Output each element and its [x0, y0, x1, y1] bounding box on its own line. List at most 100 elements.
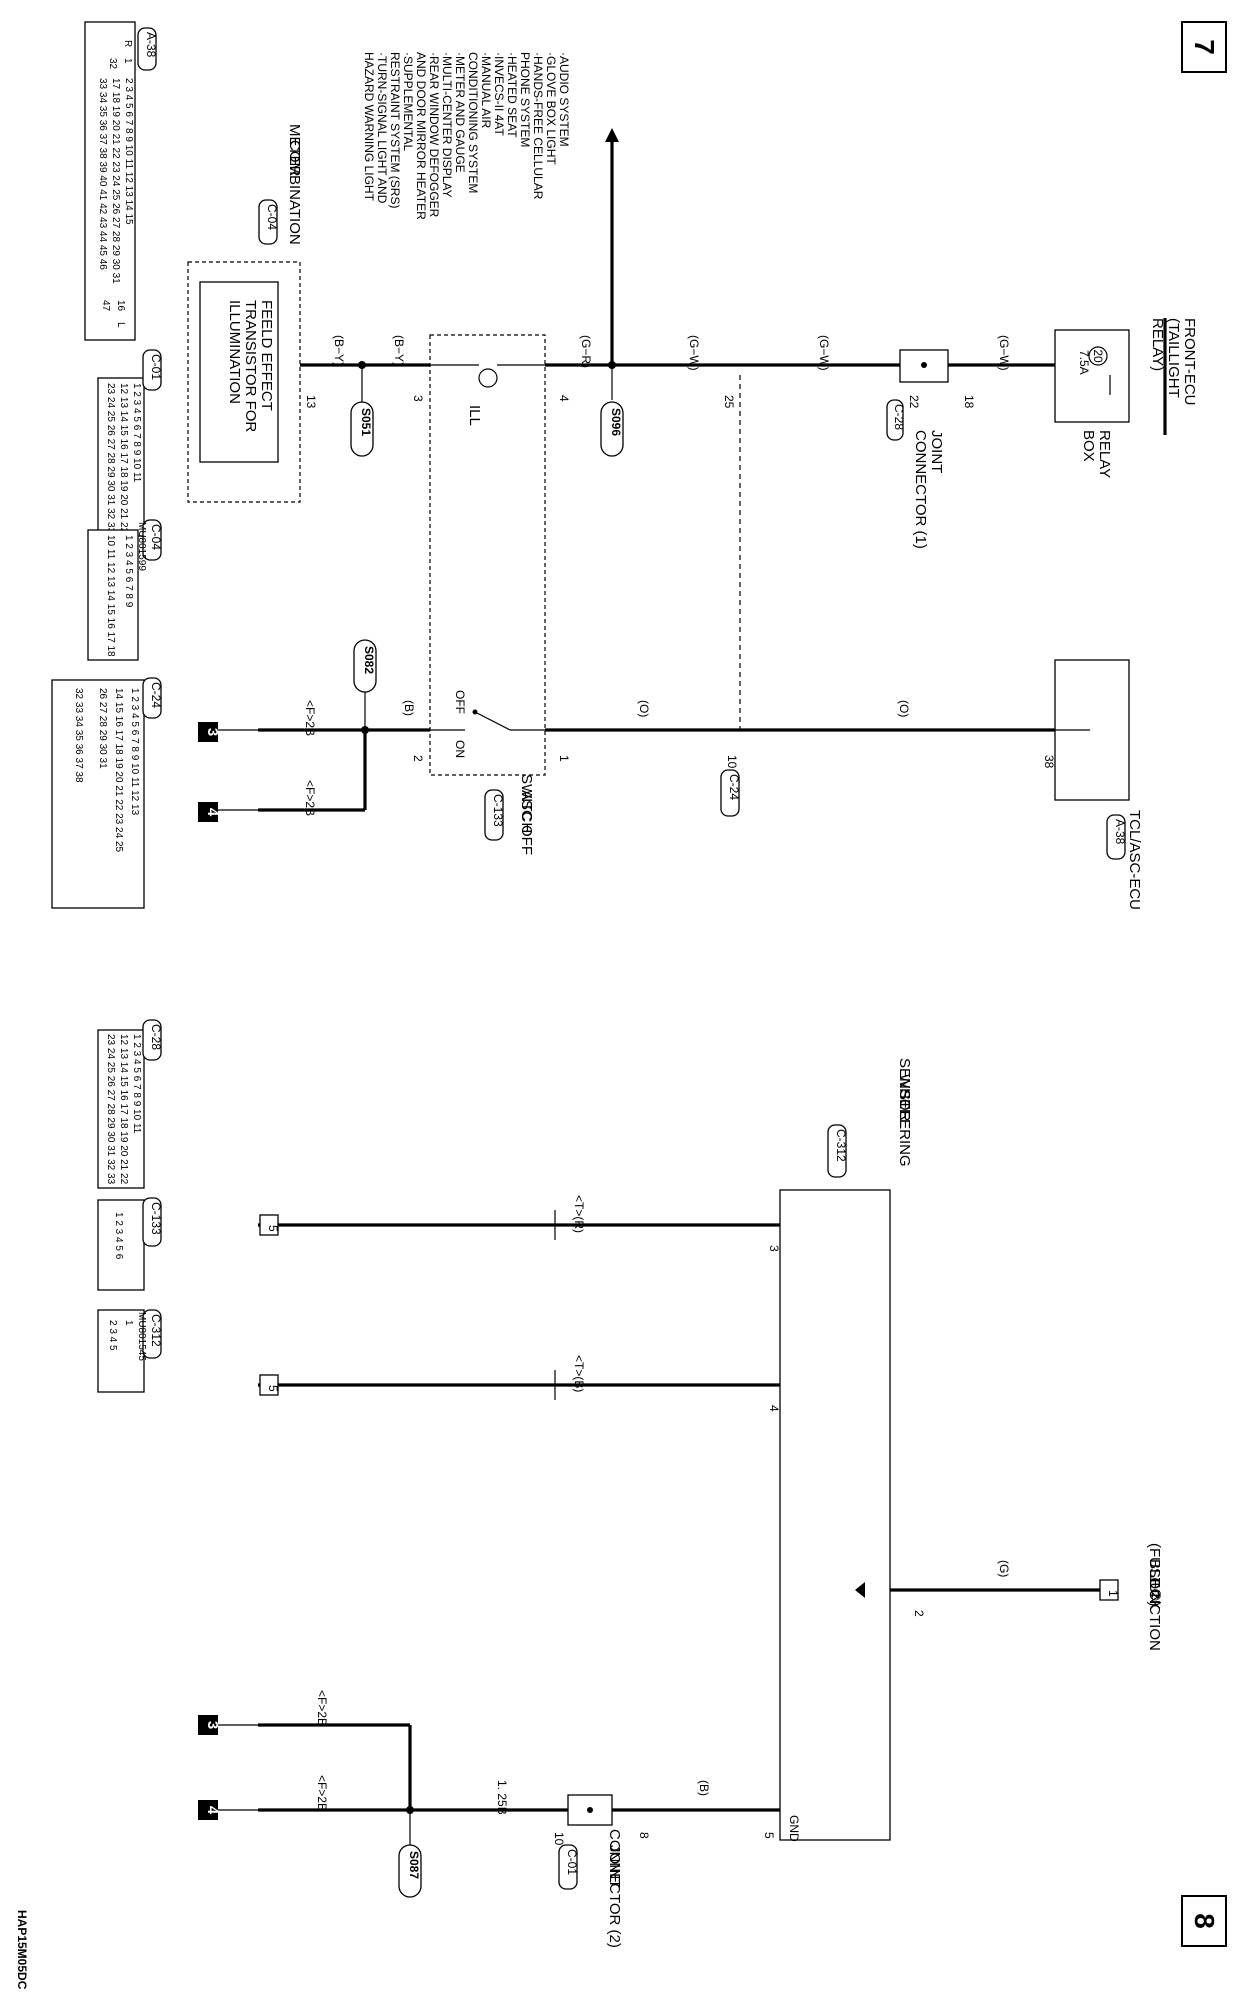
svg-text:ILL: ILL — [466, 405, 483, 426]
svg-text:C-312: C-312 — [149, 1314, 163, 1347]
svg-text:COMBINATION: COMBINATION — [286, 140, 303, 245]
svg-text:C-28: C-28 — [149, 1024, 163, 1050]
svg-text:16: 16 — [115, 300, 126, 312]
svg-text:·MULTI-CENTER DISPLAY: ·MULTI-CENTER DISPLAY — [440, 52, 454, 198]
svg-text:ON: ON — [453, 740, 467, 758]
svg-text:·REAR WINDOW DEFOGGER: ·REAR WINDOW DEFOGGER — [427, 52, 441, 218]
svg-text:23 24 25 26 27 28 29 30 31 32: 23 24 25 26 27 28 29 30 31 32 33 — [105, 383, 116, 534]
svg-text:TRANSISTOR FOR: TRANSISTOR FOR — [242, 300, 259, 432]
svg-text:10: 10 — [552, 1832, 566, 1846]
page-number-bottom: 8 — [1181, 1895, 1227, 1947]
svg-text:C-24: C-24 — [727, 774, 741, 800]
svg-text:33 34 35 36 37 38 39 40 41 42: 33 34 35 36 37 38 39 40 41 42 43 44 45 4… — [97, 78, 108, 270]
svg-text:<T>(R): <T>(R) — [572, 1195, 586, 1233]
svg-text:4: 4 — [767, 1405, 781, 1412]
svg-text:(G−R): (G−R) — [579, 335, 593, 368]
svg-text:10 11 12 13 14 15 16 17 18: 10 11 12 13 14 15 16 17 18 — [105, 535, 116, 657]
figure-id: HAP15M05DC — [15, 1910, 29, 1990]
connector-c24: C-24 1 2 3 4 5 6 7 8 9 10 11 12 13 14 15… — [51, 677, 163, 909]
svg-text:L: L — [115, 322, 126, 328]
steering-sensor-label: STEERING WHEEL SENSOR — [896, 1058, 913, 1167]
svg-text:JOINT: JOINT — [928, 430, 945, 473]
svg-text:C-133: C-133 — [491, 794, 505, 827]
svg-text:22: 22 — [907, 395, 921, 409]
svg-text:4: 4 — [204, 1806, 221, 1815]
svg-text:SWITCH: SWITCH — [518, 774, 535, 833]
svg-text:32: 32 — [107, 58, 118, 70]
svg-text:AND DOOR MIRROR HEATER: AND DOOR MIRROR HEATER — [414, 52, 428, 220]
svg-text:·AUDIO SYSTEM: ·AUDIO SYSTEM — [557, 52, 571, 147]
connected-systems-list: ·AUDIO SYSTEM ·GLOVE BOX LIGHT ·HANDS-FR… — [362, 52, 571, 220]
svg-text:C-24: C-24 — [149, 682, 163, 708]
svg-text:C-04: C-04 — [149, 524, 163, 550]
svg-text:3: 3 — [767, 1245, 781, 1252]
svg-text:·GLOVE BOX LIGHT: ·GLOVE BOX LIGHT — [544, 52, 558, 165]
svg-text:WHEEL: WHEEL — [896, 1074, 913, 1127]
svg-text:RELAY): RELAY) — [1149, 318, 1166, 371]
svg-text:47: 47 — [100, 300, 111, 312]
svg-text:(O): (O) — [637, 700, 651, 717]
svg-text:(G): (G) — [997, 1560, 1011, 1577]
svg-text:CONDITIONING SYSTEM: CONDITIONING SYSTEM — [466, 52, 480, 193]
svg-text:<F>2B: <F>2B — [315, 1690, 329, 1726]
svg-text:7: 7 — [1189, 39, 1220, 55]
svg-text:·INVECS-II 4AT: ·INVECS-II 4AT — [492, 52, 506, 136]
svg-text:25: 25 — [722, 395, 736, 409]
svg-text:C-28: C-28 — [892, 404, 906, 430]
svg-text:·TURN-SIGNAL LIGHT AND: ·TURN-SIGNAL LIGHT AND — [375, 52, 389, 204]
svg-text:S051: S051 — [359, 408, 373, 436]
svg-text:20: 20 — [1091, 349, 1105, 363]
upper-circuit: FRONT-ECU (TAILLIGHT RELAY) 20 7.5A RELA… — [187, 52, 1198, 910]
relay-box — [1054, 329, 1130, 423]
svg-text:1. 25B: 1. 25B — [495, 1780, 509, 1815]
svg-text:CONNECTOR (2): CONNECTOR (2) — [606, 1829, 623, 1948]
svg-text:CONNECTOR (1): CONNECTOR (1) — [912, 430, 929, 549]
svg-text:·HANDS-FREE CELLULAR: ·HANDS-FREE CELLULAR — [531, 52, 545, 200]
svg-text:1: 1 — [557, 755, 571, 762]
svg-text:4: 4 — [204, 808, 221, 817]
svg-text:18: 18 — [962, 395, 976, 409]
svg-text:·METER AND GAUGE: ·METER AND GAUGE — [453, 52, 467, 173]
svg-text:14 15 16 17 18 19 20 21 22 23: 14 15 16 17 18 19 20 21 22 23 24 25 — [113, 688, 124, 852]
svg-text:MU801545: MU801545 — [136, 1312, 147, 1361]
connector-c01: C-01 1 2 3 4 5 6 7 8 9 10 11 12 13 14 15… — [97, 349, 163, 537]
lower-circuit: STEERING WHEEL SENSOR C-312 3 <T>(R) 5 4… — [198, 1058, 1163, 1948]
svg-text:C-01: C-01 — [149, 354, 163, 380]
svg-text:12 13 14 15 16 17 18 19 20 21: 12 13 14 15 16 17 18 19 20 21 22 — [118, 383, 129, 534]
svg-text:C-133: C-133 — [149, 1202, 163, 1235]
connector-c28: C-28 1 2 3 4 5 6 7 8 9 10 11 12 13 14 15… — [97, 1019, 163, 1189]
svg-text:·HEATED SEAT: ·HEATED SEAT — [505, 52, 519, 138]
fet-label: FEELD EFFECT TRANSISTOR FOR ILLUMINATION — [226, 300, 275, 432]
svg-text:A-38: A-38 — [144, 32, 158, 58]
connector-c133: C-133 1 2 3 4 5 6 — [97, 1197, 163, 1291]
svg-text:7.5A: 7.5A — [1077, 350, 1091, 375]
svg-text:ILLUMINATION: ILLUMINATION — [226, 300, 243, 404]
svg-text:JOINT: JOINT — [606, 1845, 623, 1888]
connector-a38: A-38 R 1 32 2 3 4 5 6 7 8 9 10 11 12 13 … — [84, 21, 158, 341]
svg-text:·MANUAL AIR: ·MANUAL AIR — [479, 52, 493, 129]
asc-off-switch — [429, 334, 546, 776]
svg-text:10: 10 — [725, 755, 739, 769]
svg-text:C-04: C-04 — [265, 204, 279, 230]
svg-text:MU801599: MU801599 — [136, 522, 147, 571]
svg-text:<F>2B: <F>2B — [303, 780, 317, 816]
svg-text:FEELD EFFECT: FEELD EFFECT — [258, 300, 275, 411]
svg-text:3: 3 — [204, 728, 221, 736]
svg-text:METER: METER — [286, 124, 303, 177]
asc-off-switch-label: ASC OFF SWITCH — [518, 774, 535, 855]
svg-text:PHONE SYSTEM: PHONE SYSTEM — [518, 52, 532, 147]
relay-box-label: RELAY BOX — [1080, 430, 1113, 478]
svg-text:STEERING: STEERING — [896, 1090, 913, 1167]
svg-text:C-312: C-312 — [834, 1129, 848, 1162]
svg-text:OFF: OFF — [453, 690, 467, 714]
svg-text:<F>2B: <F>2B — [315, 1775, 329, 1811]
svg-text:(TAILLIGHT: (TAILLIGHT — [1165, 318, 1182, 398]
svg-text:TCL/ASC-ECU: TCL/ASC-ECU — [1126, 810, 1143, 910]
svg-text:S087: S087 — [407, 1851, 421, 1879]
svg-text:(B−Y): (B−Y) — [332, 335, 346, 366]
svg-text:(B): (B) — [697, 1780, 711, 1796]
svg-text:<T>(B): <T>(B) — [572, 1355, 586, 1392]
svg-text:A-38: A-38 — [1113, 819, 1127, 845]
svg-text:13: 13 — [304, 395, 318, 409]
